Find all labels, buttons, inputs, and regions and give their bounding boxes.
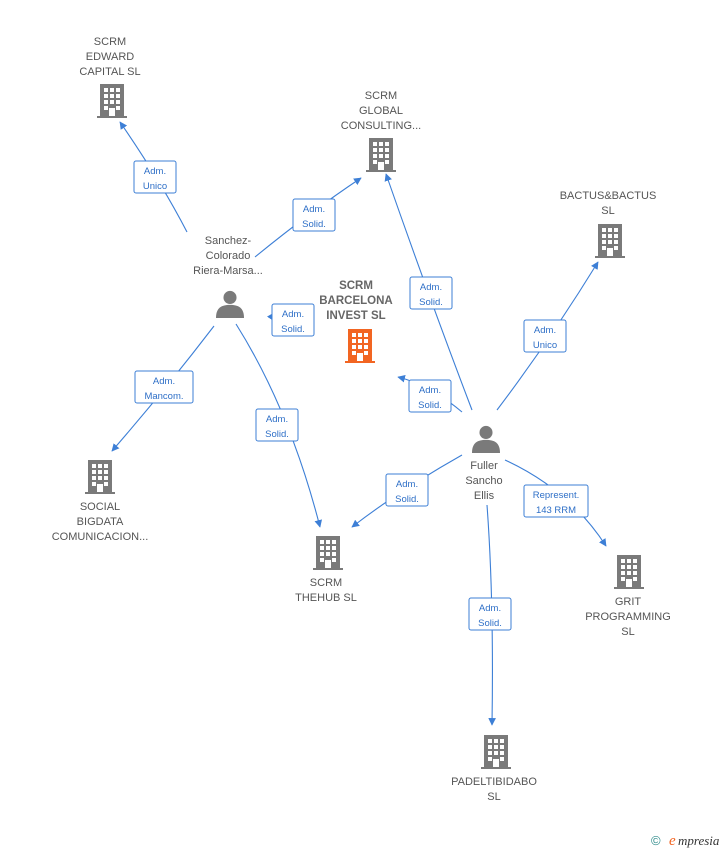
edge-label-box <box>134 370 194 404</box>
edge-label: Adm. Solid. <box>271 303 315 337</box>
edge-label-text: Adm. <box>479 603 501 614</box>
person-icon <box>216 290 244 318</box>
person-icon <box>472 425 500 453</box>
edge-label-text: Solid. <box>478 618 502 629</box>
edge-label-box <box>523 319 567 353</box>
node-scrm-edward[interactable]: SCRM EDWARD CAPITAL SL <box>79 36 141 118</box>
edge-label: Adm. Solid. <box>255 408 299 442</box>
edge-label-text: Solid. <box>302 219 326 230</box>
copyright-symbol: © <box>651 833 661 848</box>
node-scrm-barcelona[interactable]: SCRM BARCELONA INVEST SL <box>319 280 393 363</box>
building-icon <box>481 735 511 769</box>
edge-label-box <box>292 198 336 232</box>
node-label-line: CAPITAL SL <box>79 66 140 78</box>
edge-label: Adm. Unico <box>523 319 567 353</box>
node-label-line: SL <box>601 205 614 217</box>
node-label-line: Sancho <box>465 475 502 487</box>
edge-label: Adm. Solid. <box>408 379 452 413</box>
node-padeltibidabo[interactable]: PADELTIBIDABO SL <box>451 735 537 803</box>
edge-label: Adm. Solid. <box>409 276 453 310</box>
node-label-line: SCRM <box>339 280 373 292</box>
building-icon <box>366 138 396 172</box>
edge-label-box <box>133 160 177 194</box>
node-scrm-thehub[interactable]: SCRM THEHUB SL <box>295 536 357 604</box>
node-sanchez[interactable]: Sanchez- ColoradoRiera-Marsa... <box>193 235 263 318</box>
node-label-line: SL <box>487 791 500 803</box>
node-label-line: SCRM <box>94 36 126 48</box>
node-label-line: BARCELONA <box>319 295 392 307</box>
edge-labels-layer: Adm.UnicoAdm.Solid.Adm.Solid.Adm.Mancom.… <box>133 160 589 631</box>
edge-label-text: Adm. <box>266 414 288 425</box>
node-label-line: SCRM <box>365 90 397 102</box>
edge-label-text: Solid. <box>395 494 419 505</box>
edge-label-box <box>468 597 512 631</box>
building-icon <box>313 536 343 570</box>
building-icon <box>595 224 625 258</box>
edge-label-box <box>255 408 299 442</box>
node-label-line: CONSULTING... <box>341 120 421 132</box>
node-label-line: PADELTIBIDABO <box>451 776 537 788</box>
edge-label-text: Adm. <box>420 282 442 293</box>
footer-brand: © e mpresia <box>651 833 720 849</box>
node-label-line: Ellis <box>474 490 495 502</box>
node-label-line: INVEST SL <box>326 310 385 322</box>
edge-label-text: Adm. <box>534 325 556 336</box>
edge-label-text: Adm. <box>282 309 304 320</box>
edge-label: Adm. Solid. <box>292 198 336 232</box>
node-label-line: COMUNICACION... <box>52 531 149 543</box>
edge-label-text: Adm. <box>419 385 441 396</box>
node-label-line: PROGRAMMING <box>585 611 671 623</box>
nodes-layer: SCRM EDWARD CAPITAL SL SCRM GLOBAL CONSULTING… <box>52 36 671 803</box>
edges-layer <box>111 121 607 726</box>
edge-label-text: 143 RRM <box>536 505 576 516</box>
edge-label: Adm. Unico <box>133 160 177 194</box>
edge-label: Represent. 143 RRM <box>523 484 589 518</box>
node-label-line: SCRM <box>310 577 342 589</box>
edge-label-text: Adm. <box>144 166 166 177</box>
edge-label: Adm. Solid. <box>385 473 429 507</box>
edge-label-text: Unico <box>143 181 167 192</box>
node-label-line: GLOBAL <box>359 105 403 117</box>
edge-label-text: Adm. <box>396 479 418 490</box>
edge-label-box <box>409 276 453 310</box>
node-label-line: EDWARD <box>86 51 135 63</box>
node-label-line: Sanchez- <box>205 235 252 247</box>
edge-label-box <box>271 303 315 337</box>
edge-label-text: Solid. <box>418 400 442 411</box>
edge-label-text: Unico <box>533 340 557 351</box>
edge-label-box <box>408 379 452 413</box>
node-label-line: SL <box>621 626 634 638</box>
edge-label-box <box>523 484 589 518</box>
edge-label-text: Solid. <box>265 429 289 440</box>
node-social-bigdata[interactable]: SOCIAL BIGDATA COMUNICACION... <box>52 460 149 543</box>
building-icon <box>345 329 375 363</box>
node-scrm-global[interactable]: SCRM GLOBAL CONSULTING... <box>341 90 421 172</box>
edge-label-box <box>385 473 429 507</box>
node-label-line: GRIT <box>615 596 642 608</box>
node-grit[interactable]: GRIT PROGRAMMING SL <box>585 555 671 638</box>
building-icon <box>85 460 115 494</box>
node-label-line: BIGDATA <box>77 516 124 528</box>
edge-label-text: Adm. <box>303 204 325 215</box>
brand-name: mpresia <box>678 833 720 848</box>
edge-label: Adm. Solid. <box>468 597 512 631</box>
edge-label-text: Solid. <box>281 324 305 335</box>
edge-label-text: Represent. <box>533 490 579 501</box>
building-icon <box>97 84 127 118</box>
node-label-line: Colorado <box>206 250 251 262</box>
node-bactus[interactable]: BACTUS&BACTUS SL <box>560 190 657 258</box>
node-label-line: Riera-Marsa... <box>193 265 263 277</box>
node-label-line: BACTUS&BACTUS <box>560 190 657 202</box>
edge-label-text: Solid. <box>419 297 443 308</box>
node-label-line: SOCIAL <box>80 501 120 513</box>
edge-label: Adm. Mancom. <box>134 370 194 404</box>
brand-initial: e <box>669 833 676 849</box>
edge-label-text: Mancom. <box>144 391 183 402</box>
edge-label-text: Adm. <box>153 376 175 387</box>
node-label-line: THEHUB SL <box>295 592 357 604</box>
building-icon <box>614 555 644 589</box>
node-label-line: Fuller <box>470 460 498 472</box>
